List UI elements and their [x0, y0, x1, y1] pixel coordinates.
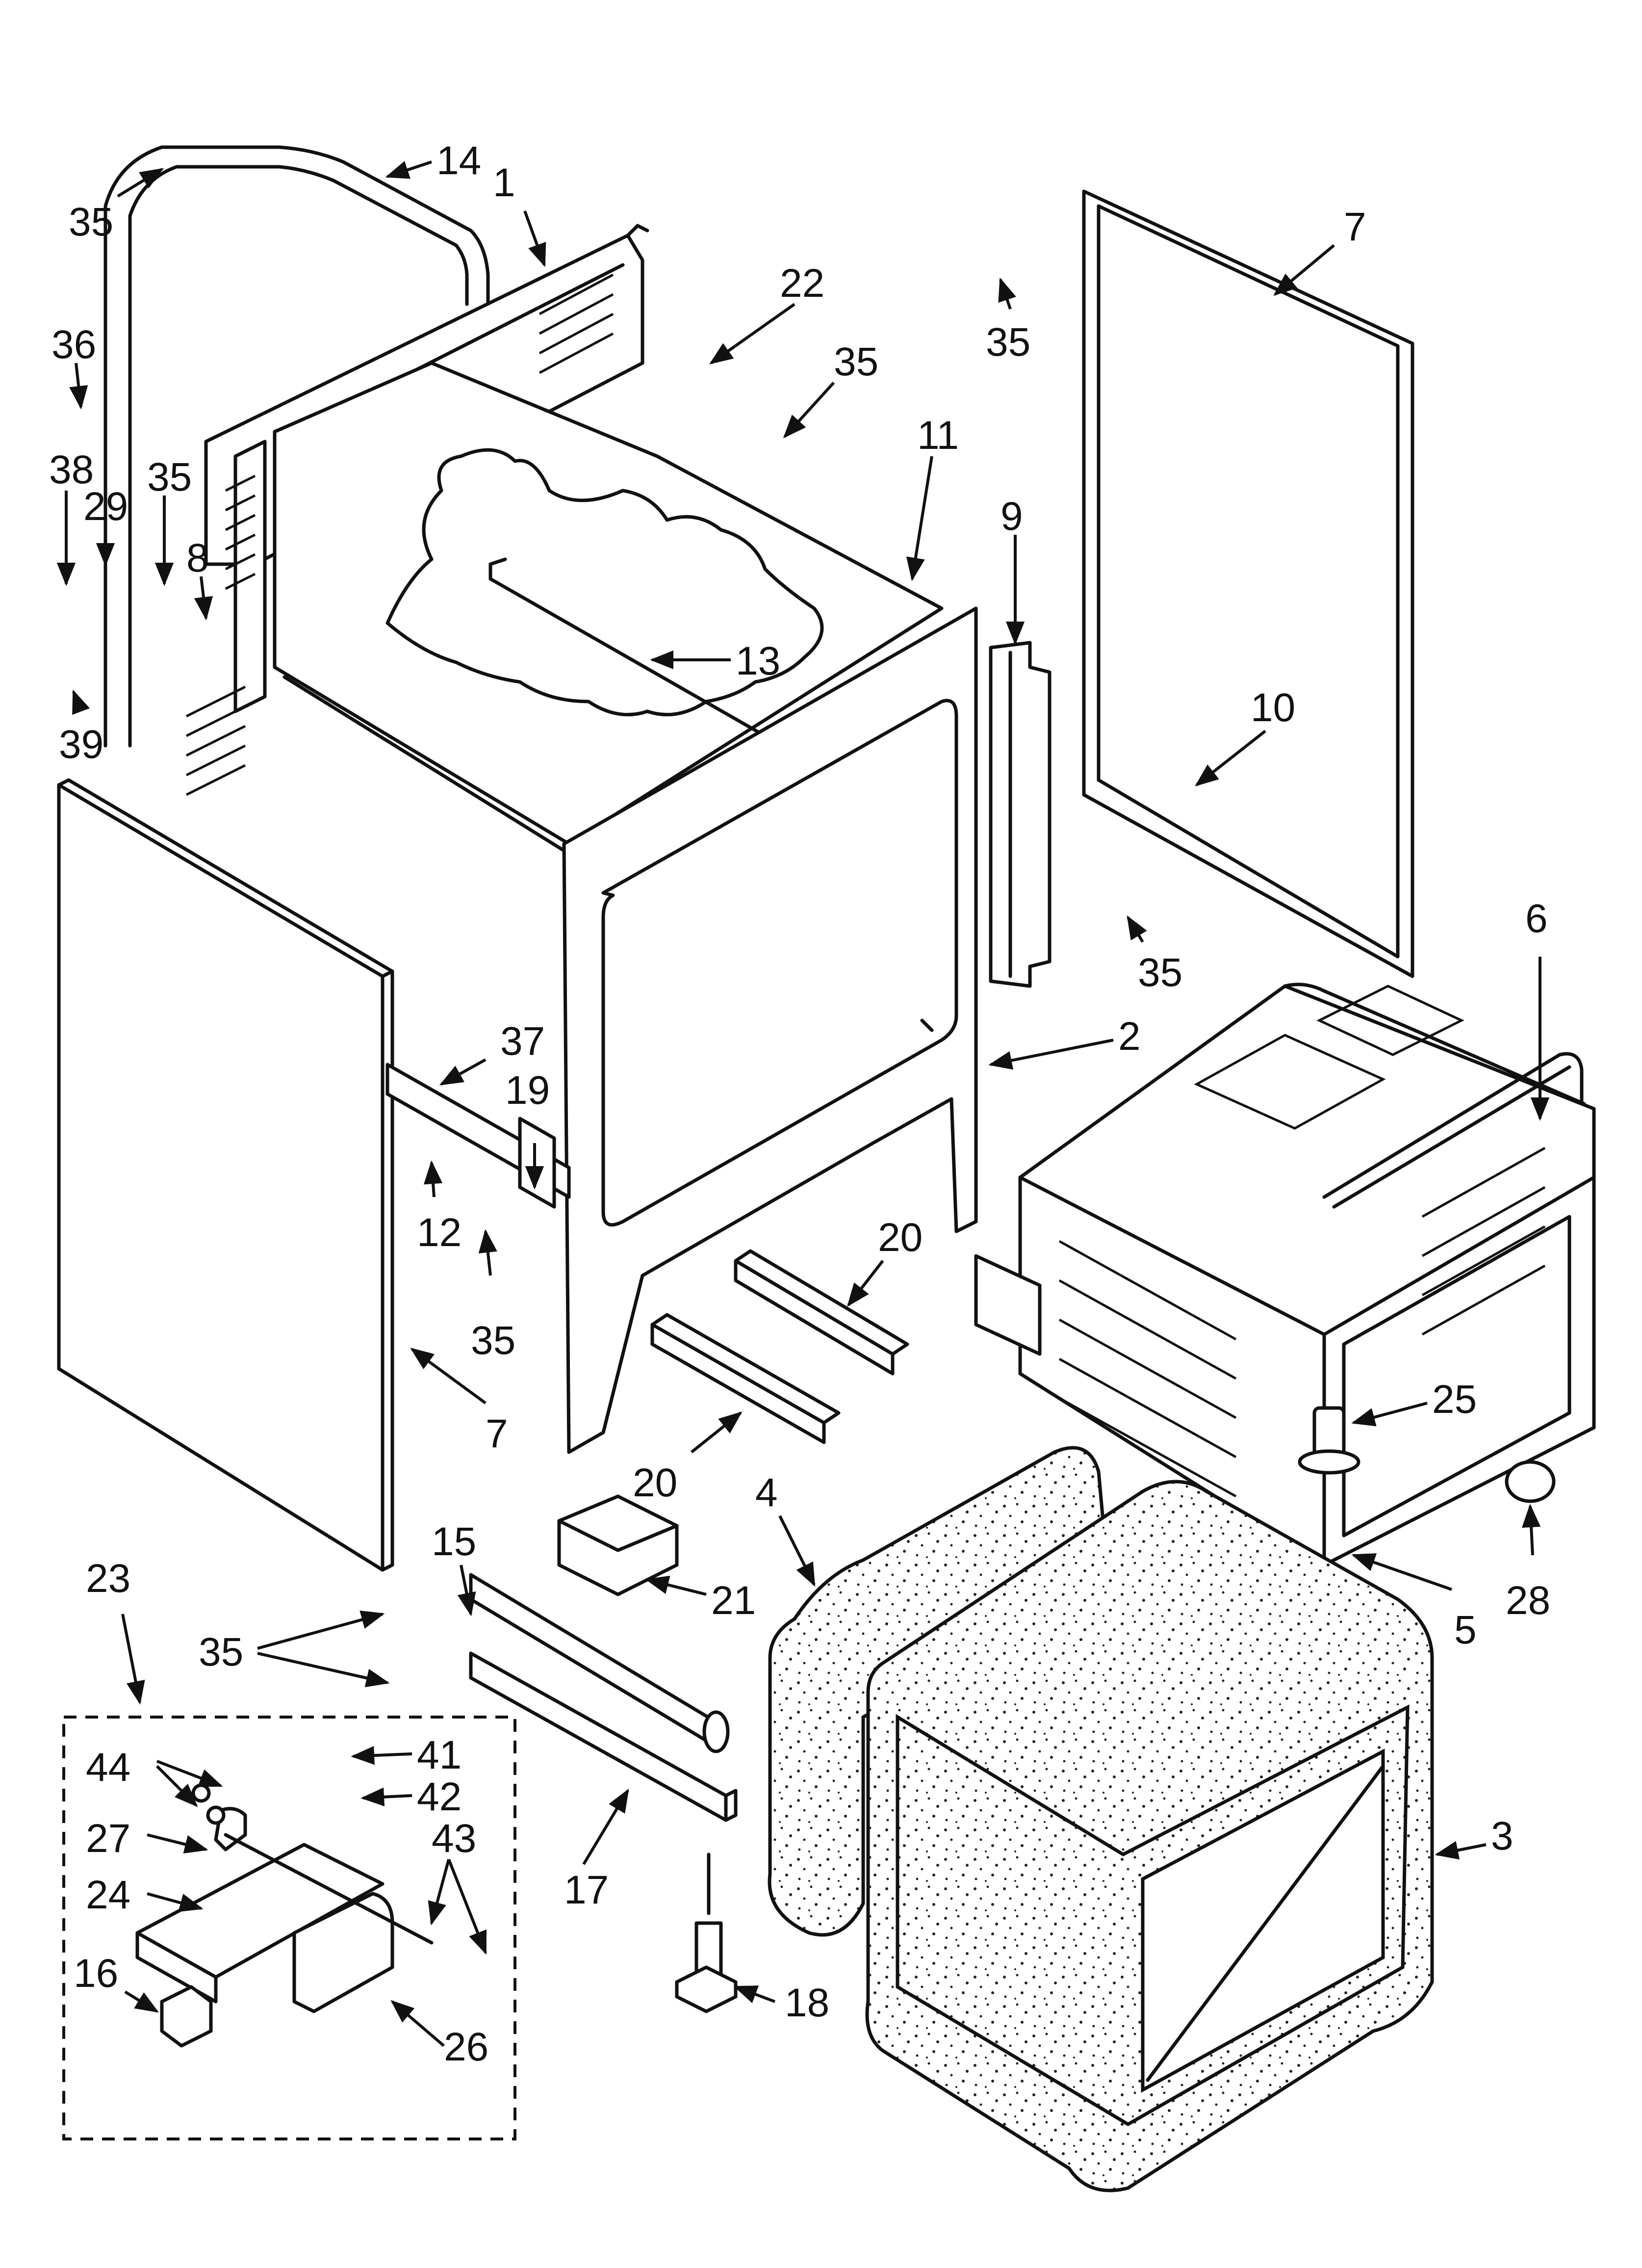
callout-7: 7	[486, 1411, 508, 1456]
callout-11: 11	[917, 413, 959, 458]
front-rail-upper	[469, 1573, 730, 1753]
callout-20: 20	[878, 1215, 923, 1260]
floor-bracket-lower	[650, 1313, 841, 1444]
callout-19: 19	[505, 1068, 550, 1113]
callout-7: 7	[1344, 205, 1366, 249]
callout-12: 12	[417, 1210, 462, 1255]
callout-26: 26	[444, 2025, 488, 2069]
insulation-blanket-main	[865, 1480, 1434, 2192]
callout-21: 21	[711, 1578, 756, 1623]
callout-labels: 1 14 35 36 38 29 35 8 39 22 35 11 13 9 7…	[49, 138, 1550, 2069]
callout-16: 16	[74, 1951, 118, 1996]
callout-28: 28	[1506, 1578, 1550, 1623]
callout-10: 10	[1251, 685, 1295, 730]
callout-9: 9	[1001, 494, 1023, 539]
burner-nozzle	[1298, 1406, 1360, 1475]
callout-35: 35	[147, 455, 192, 499]
callout-42: 42	[417, 1774, 462, 1819]
callout-15: 15	[432, 1519, 476, 1564]
front-frame	[562, 606, 978, 1454]
callout-43: 43	[432, 1816, 476, 1861]
front-rail-lower	[469, 1651, 738, 1822]
callout-8: 8	[186, 536, 209, 580]
side-panel-right	[1082, 189, 1414, 978]
callout-41: 41	[417, 1733, 462, 1777]
callout-5: 5	[1454, 1608, 1477, 1652]
callout-35: 35	[986, 320, 1030, 365]
callout-17: 17	[564, 1868, 609, 1912]
callout-3: 3	[1491, 1814, 1514, 1858]
callout-24: 24	[86, 1873, 130, 1917]
callout-25: 25	[1432, 1377, 1477, 1422]
oven-liner	[974, 983, 1596, 1567]
callout-18: 18	[785, 1981, 829, 2025]
callout-1: 1	[493, 160, 515, 205]
callout-6: 6	[1525, 896, 1548, 941]
mounting-bracket-21	[557, 1494, 679, 1596]
callout-37: 37	[500, 1019, 545, 1064]
callout-39: 39	[59, 722, 103, 767]
callout-35: 35	[1138, 950, 1182, 995]
callout-20: 20	[633, 1460, 677, 1505]
leveling-leg	[675, 1852, 738, 2013]
callout-23: 23	[86, 1556, 130, 1601]
callout-29: 29	[83, 484, 128, 529]
callout-4: 4	[755, 1470, 778, 1515]
callout-22: 22	[780, 261, 824, 306]
callout-13: 13	[736, 639, 780, 683]
callout-38: 38	[49, 447, 94, 492]
callout-2: 2	[1118, 1014, 1141, 1059]
callout-35: 35	[471, 1318, 515, 1363]
callout-35: 35	[69, 200, 113, 244]
rear-frame-tube	[103, 145, 490, 748]
assembly-23-box	[62, 1716, 516, 2140]
floor-bracket-upper	[734, 1249, 909, 1376]
leader-lines	[56, 160, 1550, 2047]
cap-knob	[1505, 1460, 1556, 1503]
callout-35: 35	[834, 339, 878, 384]
callout-44: 44	[86, 1745, 130, 1790]
callout-27: 27	[86, 1816, 130, 1861]
side-hinge-bracket	[989, 641, 1052, 988]
callout-35: 35	[199, 1630, 243, 1674]
side-panel-left	[57, 778, 394, 1572]
callout-36: 36	[51, 322, 96, 367]
callout-14: 14	[436, 138, 481, 183]
